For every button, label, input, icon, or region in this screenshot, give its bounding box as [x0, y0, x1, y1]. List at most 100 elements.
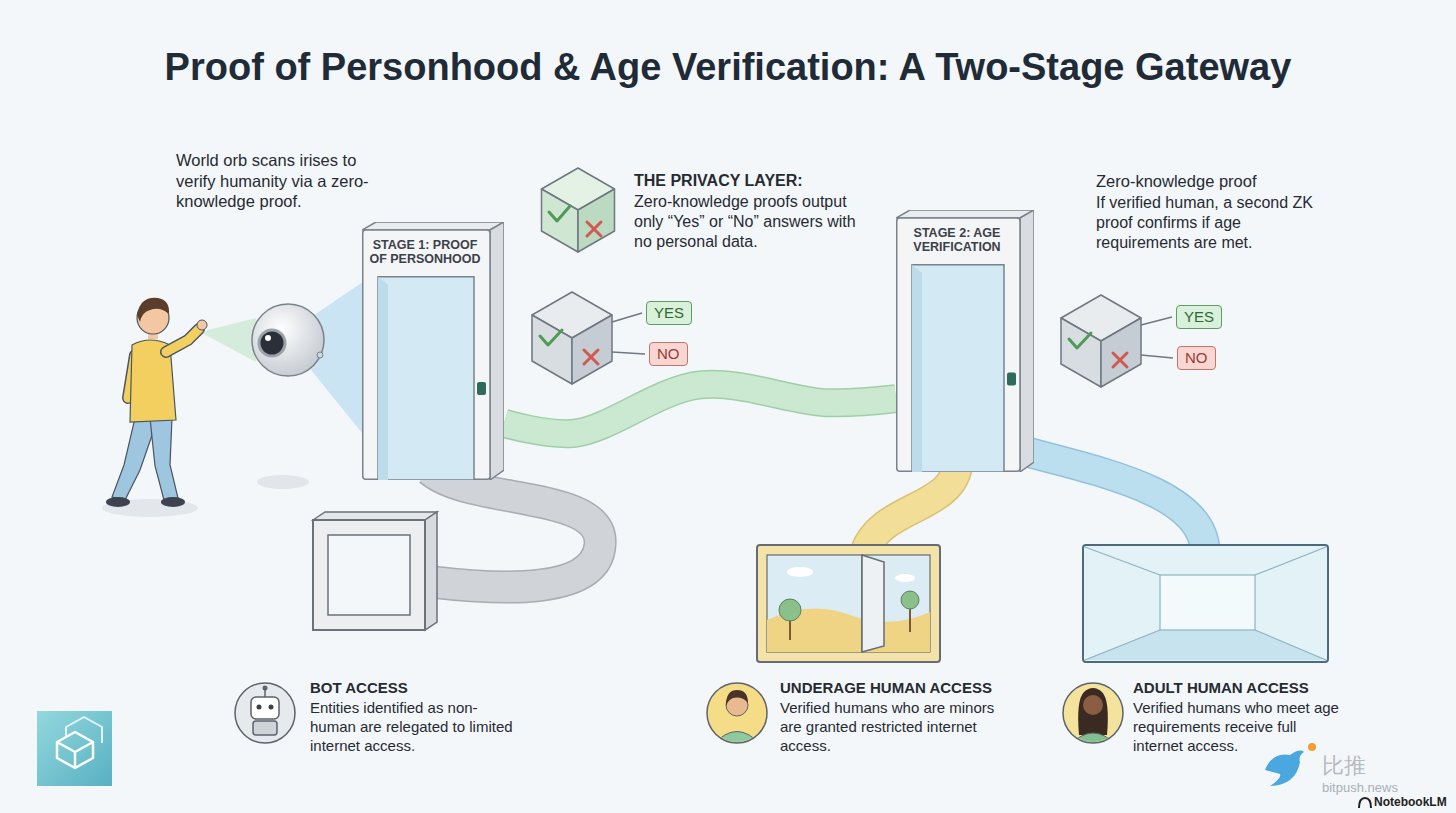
minor-icon — [707, 683, 767, 745]
label-slot: 比推 — [1322, 752, 1366, 780]
bot-icon — [235, 683, 295, 743]
corner-logo — [66, 717, 102, 743]
bot-frame — [313, 512, 437, 630]
credit-icon — [1359, 798, 1371, 808]
gate-label: STAGE 1: PROOF OF PERSONHOOD — [368, 238, 482, 267]
iris-orb — [252, 304, 324, 376]
underage-window — [787, 567, 813, 577]
watermark-bird — [1265, 751, 1304, 786]
person-figure — [150, 418, 178, 500]
adult-icon — [1063, 683, 1123, 746]
gate-label: STAGE 2: AGE VERIFICATION — [902, 226, 1012, 255]
section-heading: THE PRIVACY LAYER: — [634, 171, 884, 191]
adult-window — [1083, 545, 1328, 662]
bot-path — [430, 470, 600, 587]
outcome-heading: BOT ACCESS — [310, 679, 530, 698]
adult-window — [1255, 547, 1326, 575]
person-figure — [161, 497, 185, 507]
underage-window — [757, 545, 940, 662]
corner-logo — [37, 711, 112, 786]
label-slot: Verified humans who are minors are grant… — [780, 699, 1020, 755]
privacy-cube — [549, 206, 570, 221]
bot-path — [430, 470, 600, 587]
underage-path — [865, 462, 958, 552]
orb-caption: World orb scans irises to verify humanit… — [176, 150, 394, 212]
proof-cube — [532, 292, 645, 384]
section-body: Zero-knowledge proofs output only “Yes” … — [634, 192, 870, 252]
adult-window — [1085, 630, 1160, 660]
credit: NotebookLM — [1374, 795, 1447, 810]
gate-sensor — [1007, 372, 1016, 385]
section-body: If verified human, a second ZK proof con… — [1096, 193, 1331, 253]
proof-cube — [1113, 353, 1127, 367]
no-tag: NO — [1177, 346, 1216, 370]
gate-opening — [378, 277, 388, 480]
answer-label: YES — [1184, 308, 1214, 326]
bot-icon — [253, 721, 277, 735]
underage-window — [909, 606, 911, 632]
person-figure — [166, 329, 199, 352]
underage-window — [779, 599, 801, 621]
bot-frame — [313, 520, 425, 630]
answer-label: NO — [1185, 349, 1208, 367]
gate-outline — [896, 210, 1034, 218]
bot-icon — [257, 705, 262, 710]
person-figure — [197, 320, 207, 330]
stage-gate: STAGE 2: AGE VERIFICATION — [896, 210, 1034, 472]
bot-path — [430, 470, 600, 587]
proof-cube — [1061, 318, 1101, 387]
iris-orb — [265, 335, 271, 341]
adult-icon — [1078, 688, 1108, 735]
scan-beam — [200, 318, 256, 362]
gate-outline — [490, 222, 504, 480]
flow-band — [504, 384, 896, 433]
bot-icon — [263, 686, 268, 691]
answer-label: YES — [654, 304, 684, 322]
minor-icon — [726, 690, 748, 706]
outcome-body: Entities identified as non-human are rel… — [310, 699, 520, 755]
gate-outline — [362, 222, 504, 230]
watermark: 比推 — [1322, 752, 1366, 780]
underage-window — [895, 574, 915, 582]
label-slot: UNDERAGE HUMAN ACCESS — [780, 679, 1030, 698]
underage-window — [862, 555, 884, 652]
adult-window — [1085, 547, 1160, 575]
bot-frame — [425, 512, 437, 630]
section-heading: Zero-knowledge proof — [1096, 171, 1336, 192]
proof-cube — [612, 313, 642, 322]
proof-cube — [584, 350, 598, 364]
credit-icon — [1359, 798, 1371, 808]
label-slot: NotebookLM — [1374, 795, 1447, 810]
gate-opening — [912, 265, 922, 472]
proof-cube — [1061, 295, 1173, 387]
label-slot: World orb scans irises to verify humanit… — [176, 150, 394, 212]
gate-outline — [897, 218, 1020, 471]
bot-frame — [328, 535, 410, 615]
label-slot: Verified humans who meet age requirement… — [1133, 699, 1348, 755]
proof-cube — [572, 315, 612, 384]
title-slot: Proof of Personhood & Age Verification: … — [0, 46, 1456, 89]
proof-cube — [532, 315, 572, 384]
label-slot: BOT ACCESS — [310, 679, 530, 698]
proof-cube — [1141, 317, 1172, 325]
label-slot: THE PRIVACY LAYER: — [634, 171, 884, 191]
proof-cube — [1069, 333, 1091, 348]
outcome-heading: UNDERAGE HUMAN ACCESS — [780, 679, 1030, 698]
outcome-body: Verified humans who meet age requirement… — [1133, 699, 1348, 755]
label-slot: bitpush.news — [1322, 780, 1398, 796]
iris-orb — [259, 330, 285, 356]
underage-path — [865, 462, 958, 552]
minor-icon — [713, 732, 761, 746]
corner-logo — [37, 711, 112, 786]
watermark-bird — [1308, 743, 1316, 751]
underage-window — [901, 591, 919, 609]
adult-window — [1083, 545, 1328, 662]
gate-outline — [1020, 210, 1034, 472]
stage-gate: STAGE 1: PROOF OF PERSONHOOD — [362, 222, 504, 480]
bot-icon — [264, 690, 266, 697]
adult-icon — [1083, 695, 1103, 715]
adult-path — [1020, 450, 1205, 552]
person-figure — [106, 298, 207, 507]
bot-icon — [269, 705, 274, 710]
